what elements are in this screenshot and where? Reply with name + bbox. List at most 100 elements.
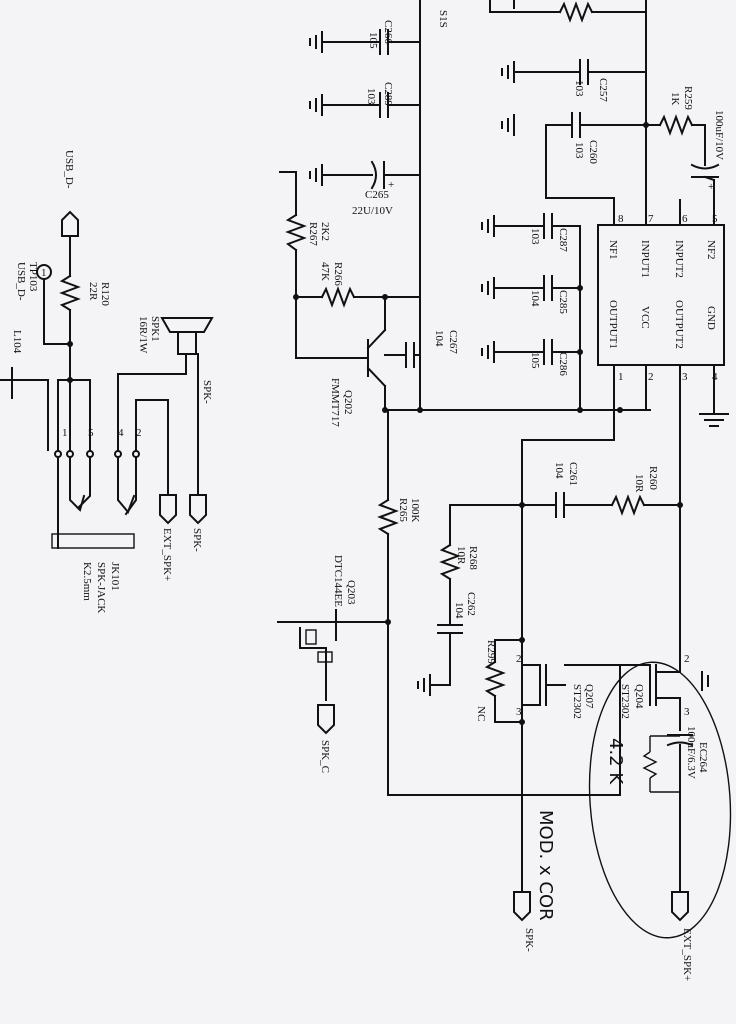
top-net-label: S1S: [437, 10, 449, 28]
spk-minus-port-bottom: [513, 891, 531, 922]
resistor-r266: [295, 286, 421, 308]
q203-value: DTC144EE: [332, 555, 344, 607]
pin-output2: OUTPUT2: [673, 300, 685, 349]
transistor-q202: [295, 296, 387, 411]
pin-num-3: 3: [682, 371, 688, 383]
resistor-r259: [619, 114, 706, 136]
c289-label: C289: [382, 82, 394, 106]
ground-symbol-q204: [701, 671, 709, 691]
pin-input1: INPUT1: [639, 240, 651, 278]
capacitor-c260: [545, 112, 621, 138]
spk-c-label: SPK_C: [319, 740, 331, 773]
c261-label: C261: [567, 462, 579, 486]
c266-label: C266: [382, 20, 394, 44]
spk-minus-label-2: SPK-: [191, 528, 203, 552]
r266-value: 47K: [319, 262, 331, 281]
r260-value: 10R: [633, 474, 645, 493]
pin-input2: INPUT2: [673, 240, 685, 278]
r265-label: R265: [397, 498, 409, 522]
capacitor-c265: +: [309, 160, 421, 191]
spk-minus-port-left: [189, 494, 207, 525]
transistor-q203: [277, 609, 389, 701]
resistor-r265: [377, 409, 399, 796]
resistor-top-right: [489, 0, 647, 23]
ground-symbol-ic: [699, 409, 729, 427]
capacitor-c286: [481, 339, 581, 365]
r268-label: R268: [467, 546, 479, 570]
q204-pin2: 2: [684, 653, 690, 665]
capacitor-c261: [521, 492, 613, 518]
capacitor-c285: [481, 275, 581, 301]
top-right-cap-value: 100uF/10V: [713, 110, 725, 160]
capacitor-c262: [417, 624, 463, 696]
q202-value: FMMT717: [329, 378, 341, 427]
resistor-r260: [610, 494, 681, 516]
ext-spk-plus-port-bottom: [671, 891, 689, 922]
jk101-value-1: SPK-JACK: [95, 562, 107, 613]
c261-value: 104: [553, 462, 565, 479]
handwritten-resistor: [642, 735, 680, 793]
q207-label: Q207: [583, 684, 595, 709]
c262-value: 104: [453, 602, 465, 619]
resistor-r299: [484, 639, 523, 723]
ground-symbols-top: [501, 0, 515, 136]
ec264-value: 100uF/6.3V: [685, 726, 697, 779]
c267-label: C267: [447, 330, 459, 354]
c262-label: C262: [465, 592, 477, 616]
q207-pin3: 3: [516, 706, 522, 718]
r267-label: R267: [307, 222, 319, 246]
c265-value: 22U/10V: [352, 205, 393, 217]
q207-pin2: 2: [516, 653, 522, 665]
r268-value: 10R: [455, 546, 467, 565]
capacitor-c267: [384, 342, 421, 368]
capacitor-c257: [501, 59, 647, 85]
resistor-r268: [439, 504, 523, 626]
handwritten-circle: [588, 661, 732, 939]
r259-value: 1K: [669, 92, 681, 106]
usb-d-port: [61, 210, 79, 237]
pin-output1: OUTPUT1: [607, 300, 619, 349]
ext-spk-plus-left-label: EXT_SPK+: [161, 528, 173, 581]
tp103-label: TP103: [27, 262, 39, 292]
l104-label: L104: [11, 330, 23, 354]
c286-value: 105: [529, 352, 541, 369]
c286-label: C286: [557, 352, 569, 376]
pin-num-1: 1: [618, 371, 624, 383]
jk101-label: JK101: [109, 562, 121, 591]
capacitor-top-right-electrolytic: +: [690, 124, 720, 193]
r299-value: NC: [475, 706, 487, 721]
speaker-icon: [160, 317, 214, 355]
spk-minus-label-1: SPK-: [201, 380, 213, 404]
jack-jk101: 1 5 4 2: [51, 379, 142, 549]
ec264-label: EC264: [697, 742, 709, 773]
r266-label: R266: [332, 262, 344, 286]
pin-vcc: VCC: [639, 306, 651, 329]
q204-label: Q204: [633, 684, 645, 709]
r299-label: R299: [485, 640, 497, 664]
capacitor-c289: [309, 92, 421, 118]
pin-num-2: 2: [648, 371, 654, 383]
mosfet-q204: [619, 659, 681, 706]
spk1-value: 16R/1W: [137, 316, 149, 354]
c266-value: 105: [367, 32, 379, 49]
r267-value: 2K2: [319, 222, 331, 241]
pin-nf1: NF1: [607, 240, 619, 260]
amplifier-ic: [597, 224, 725, 366]
svg-text:2: 2: [136, 427, 142, 439]
r265-value: 100K: [409, 498, 421, 523]
q204-pin3: 3: [684, 706, 690, 718]
svg-text:1: 1: [41, 267, 47, 279]
svg-text:5: 5: [88, 427, 94, 439]
c260-value: 103: [573, 142, 585, 159]
c267-value: 104: [433, 330, 445, 347]
handwritten-mod: MOD. x COR: [535, 810, 556, 921]
ext-spk-plus-bottom-label: EXT_SPK+: [681, 928, 693, 981]
spk1-label: SPK1: [149, 316, 161, 342]
c260-label: C260: [587, 140, 599, 164]
c285-value: 104: [529, 290, 541, 307]
pin-num-7: 7: [648, 213, 654, 225]
capacitor-c266: [309, 29, 421, 55]
pin-num-8: 8: [618, 213, 624, 225]
ext-spk-plus-port-left: [159, 494, 177, 525]
